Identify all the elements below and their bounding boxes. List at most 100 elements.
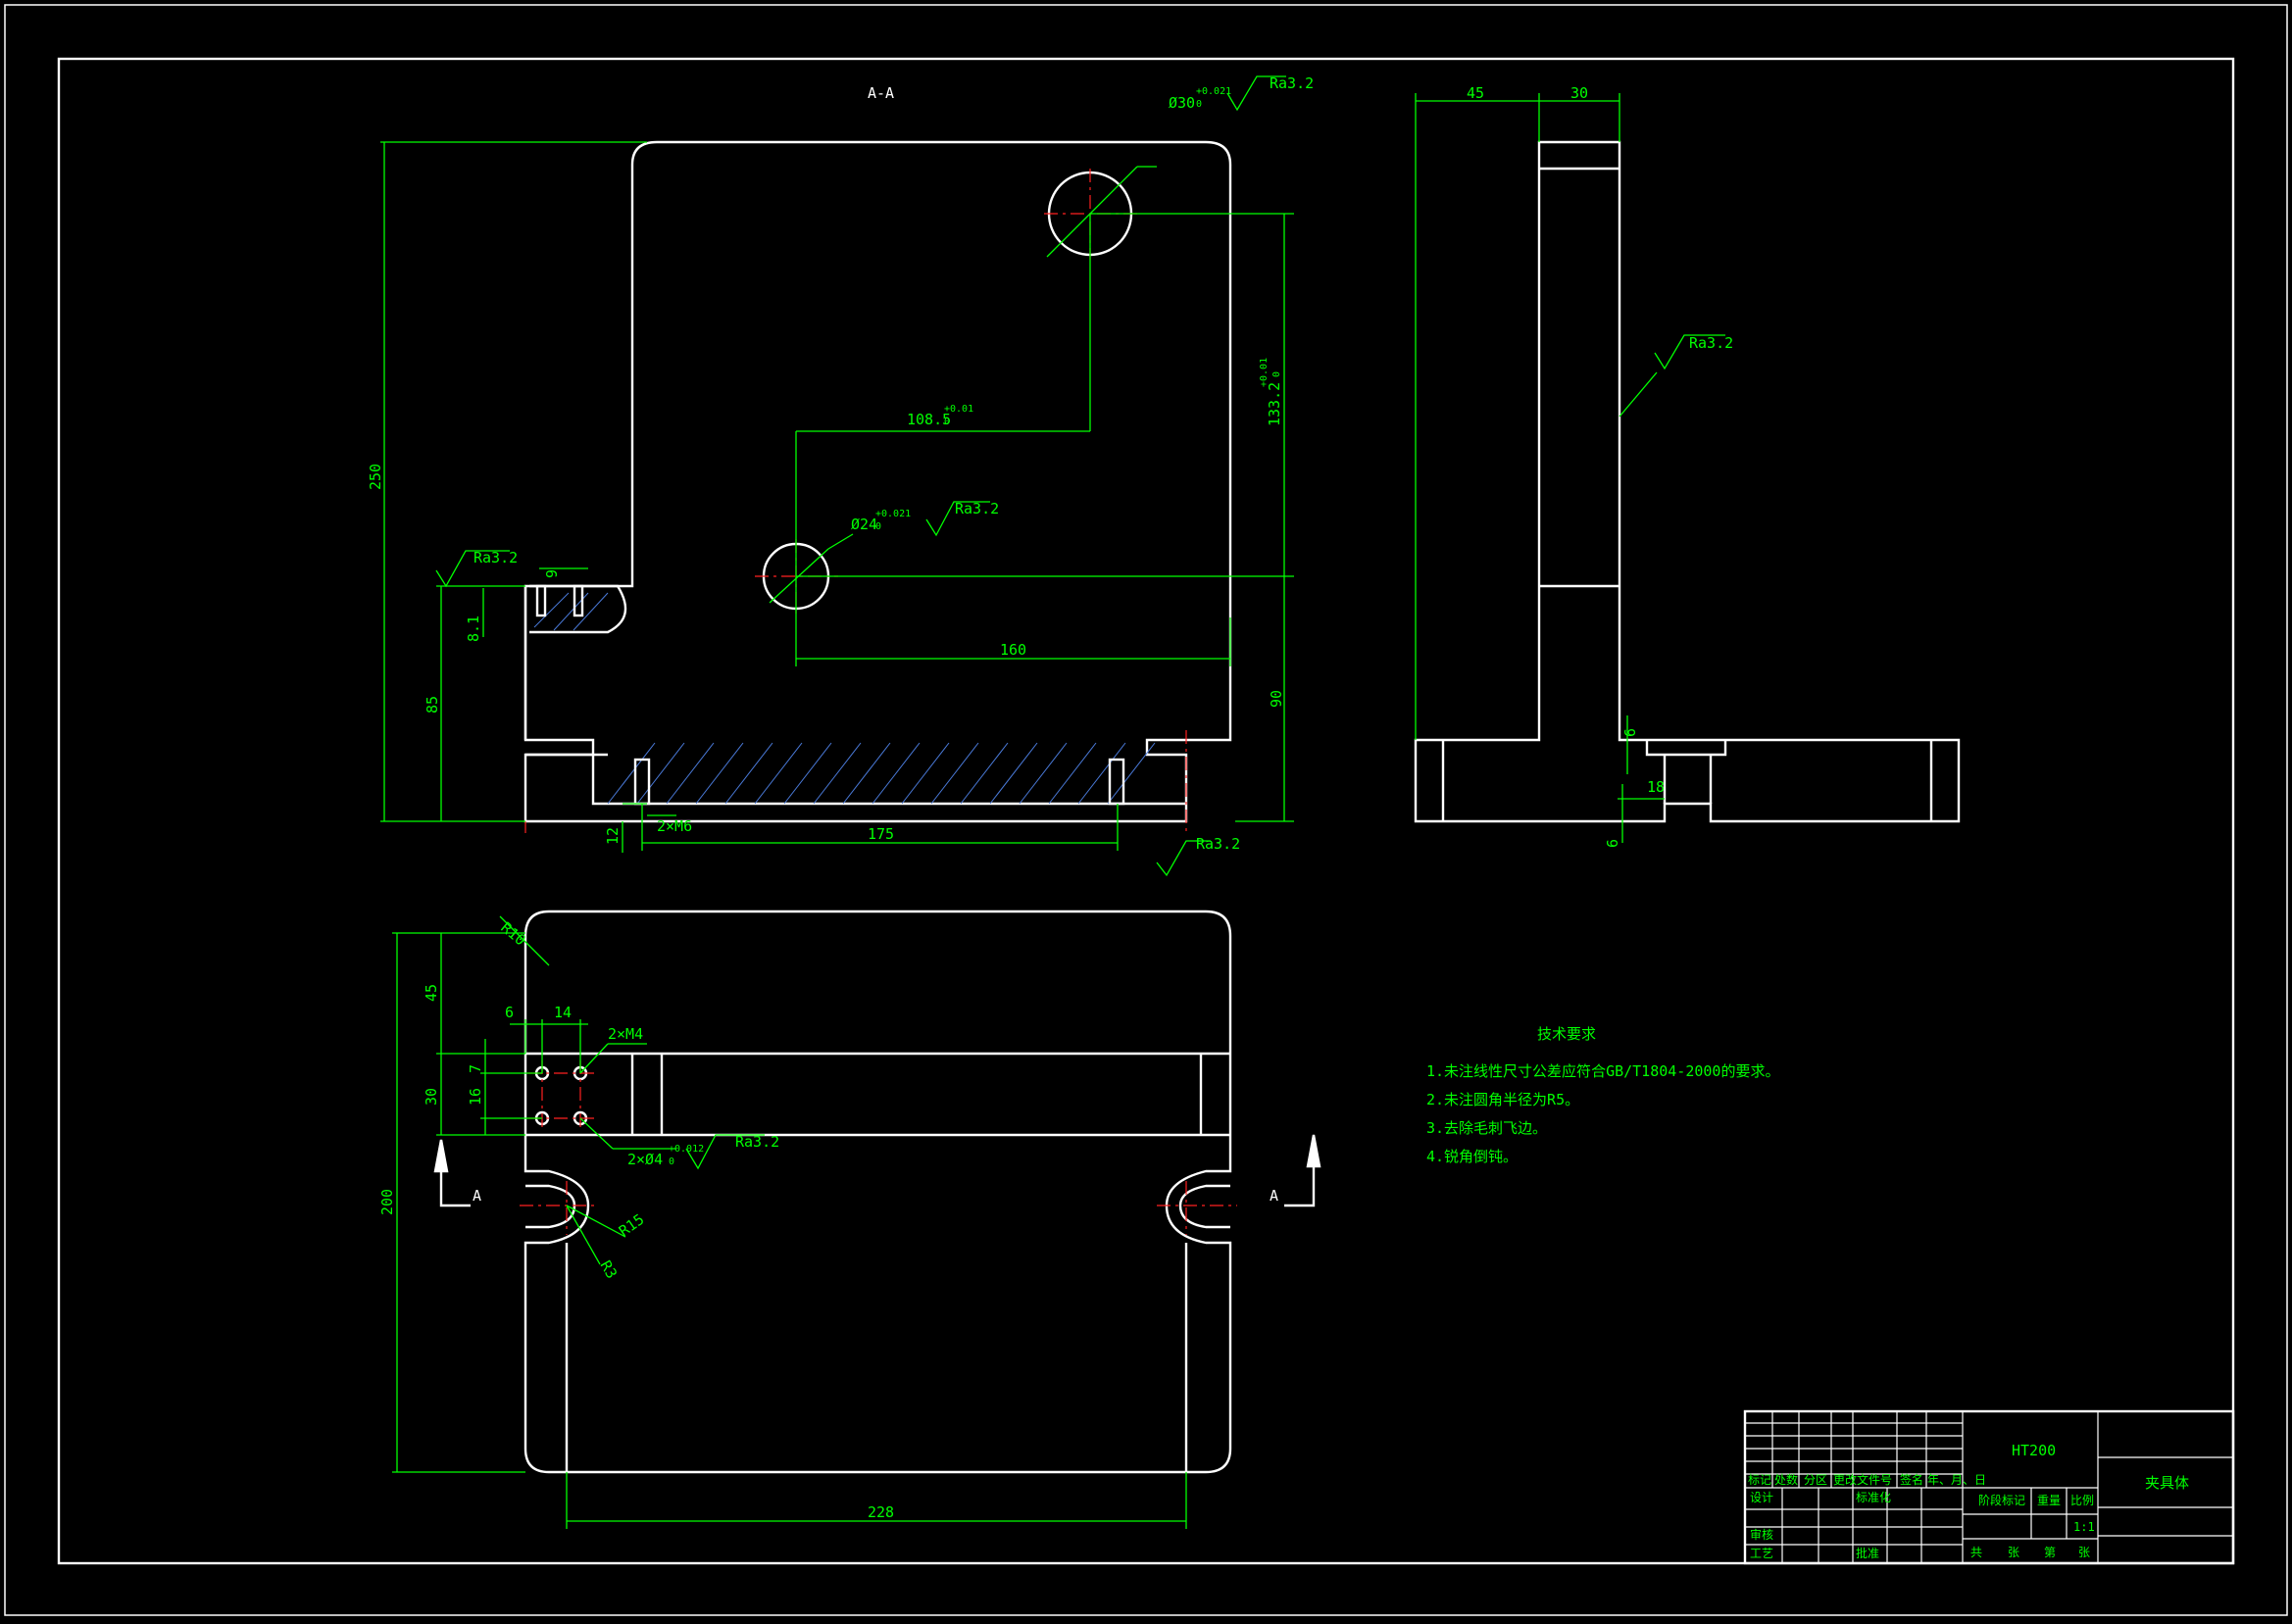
dim-top-45: 45 bbox=[423, 984, 440, 1002]
outer-border bbox=[4, 4, 2288, 1616]
tech-item: 4.锐角倒钝。 bbox=[1426, 1148, 1518, 1165]
tb-approve: 批准 bbox=[1856, 1546, 1879, 1560]
dim-85: 85 bbox=[424, 696, 441, 714]
section-title: A-A bbox=[868, 84, 894, 102]
roughness-label: Ra3.2 bbox=[735, 1133, 779, 1151]
dim-133-tol-lo: 0 bbox=[1271, 371, 1282, 377]
front-dimensions bbox=[380, 141, 1294, 853]
tb-sheet: 共 bbox=[1970, 1546, 1982, 1559]
step-bolt-left bbox=[535, 584, 547, 617]
section-letter-left: A bbox=[473, 1187, 481, 1205]
side-view: 45 30 6 18 6 Ra3.2 bbox=[1414, 84, 1961, 848]
dim-16: 16 bbox=[467, 1088, 484, 1106]
roughness-symbol bbox=[685, 1134, 765, 1170]
section-letter-right: A bbox=[1270, 1187, 1278, 1205]
base-slot-outline bbox=[591, 755, 1186, 806]
tb-standard: 标准化 bbox=[1856, 1491, 1891, 1504]
dim-250: 250 bbox=[367, 464, 384, 490]
roughness-label: Ra3.2 bbox=[955, 500, 999, 517]
tb-header: 更改文件号 bbox=[1833, 1472, 1892, 1487]
dim-108: 108.5 bbox=[907, 411, 951, 428]
dim-90: 90 bbox=[1268, 690, 1285, 708]
top-dimensions bbox=[392, 915, 1187, 1529]
dim-d24-tol-lo: 0 bbox=[875, 521, 881, 532]
side-dimensions bbox=[1415, 93, 1665, 843]
dim-top-30: 30 bbox=[423, 1088, 440, 1106]
dim-133: 133.2 bbox=[1266, 382, 1283, 426]
tech-item: 3.去除毛刺飞边。 bbox=[1426, 1119, 1547, 1137]
dim-d24-tol-up: +0.021 bbox=[875, 509, 911, 519]
roughness-label: Ra3.2 bbox=[473, 549, 518, 566]
dim-175: 175 bbox=[868, 825, 894, 843]
dim-d4: 2×Ø4 bbox=[627, 1151, 663, 1168]
tech-item: 1.未注线性尺寸公差应符合GB/T1804-2000的要求。 bbox=[1426, 1062, 1779, 1080]
centerline bbox=[520, 1060, 1237, 1235]
tech-title: 技术要求 bbox=[1537, 1025, 1596, 1043]
dim-160: 160 bbox=[1000, 641, 1026, 659]
dim-12: 12 bbox=[604, 827, 622, 845]
side-outline bbox=[1414, 140, 1961, 823]
tb-part-name: 夹具体 bbox=[2145, 1474, 2189, 1492]
roughness-label: Ra3.2 bbox=[1689, 334, 1733, 352]
base-bolt-right bbox=[1108, 758, 1125, 806]
top-outline bbox=[523, 910, 1232, 1474]
base-hatch bbox=[533, 592, 1156, 805]
dim-d4-tol-lo: 0 bbox=[669, 1156, 674, 1167]
dim-228: 228 bbox=[868, 1503, 894, 1521]
tb-header: 年、月、日 bbox=[1927, 1473, 1986, 1487]
tb-scale: 1:1 bbox=[2073, 1520, 2095, 1534]
section-arrow-left bbox=[433, 1139, 471, 1207]
dim-m4: 2×M4 bbox=[608, 1025, 643, 1043]
dim-d30-tol-lo: 0 bbox=[1196, 99, 1202, 110]
title-block: 标记 处数 分区 更改文件号 签名 年、月、日 设计 标准化 审核 工艺 批准 … bbox=[1743, 1409, 2235, 1565]
roughness-label: Ra3.2 bbox=[1270, 74, 1314, 92]
tb-sheet: 张 bbox=[2008, 1546, 2019, 1559]
dim-r15: R15 bbox=[616, 1210, 648, 1240]
dim-d30: Ø30 bbox=[1169, 94, 1195, 112]
dim-8: 8.1 bbox=[465, 615, 482, 642]
frame-border bbox=[57, 57, 2235, 1565]
step-bolt-right bbox=[573, 584, 584, 617]
tb-header: 签名 bbox=[1900, 1472, 1923, 1487]
dim-108-tol-lo: 0 bbox=[944, 417, 950, 427]
dim-side-6a: 6 bbox=[1621, 728, 1639, 737]
tb-design: 设计 bbox=[1750, 1491, 1773, 1504]
tech-item: 2.未注圆角半径为R5。 bbox=[1426, 1091, 1579, 1108]
dim-d24: Ø24 bbox=[851, 516, 877, 533]
roughness-symbol bbox=[1654, 334, 1725, 370]
tb-scale-label: 比例 bbox=[2070, 1494, 2094, 1507]
tb-sheet: 张 bbox=[2078, 1546, 2090, 1559]
dim-133-tol-up: +0.01 bbox=[1259, 358, 1270, 387]
dim-108-tol-up: +0.01 bbox=[944, 404, 973, 415]
dim-side-30: 30 bbox=[1570, 84, 1588, 102]
tb-sheet: 第 bbox=[2044, 1546, 2056, 1559]
roughness-label: Ra3.2 bbox=[1196, 835, 1240, 853]
step-detail bbox=[529, 584, 627, 634]
dim-6: 6 bbox=[505, 1004, 514, 1021]
tb-header: 标记 bbox=[1748, 1473, 1771, 1487]
tb-process: 工艺 bbox=[1750, 1547, 1773, 1560]
dim-side-6b: 6 bbox=[1604, 839, 1621, 848]
dim-side-18: 18 bbox=[1647, 778, 1665, 796]
dim-7: 7 bbox=[467, 1064, 484, 1073]
tb-header: 处数 bbox=[1774, 1472, 1798, 1487]
tb-review: 审核 bbox=[1750, 1527, 1773, 1542]
roughness-symbol bbox=[435, 75, 1286, 877]
tb-material: HT200 bbox=[2012, 1442, 2056, 1459]
dim-r3: R3 bbox=[597, 1257, 622, 1282]
dim-m6: 2×M6 bbox=[657, 817, 692, 835]
section-view-a-a: A-A bbox=[367, 74, 1314, 877]
tb-stage: 阶段标记 bbox=[1978, 1493, 2025, 1507]
dim-side-45: 45 bbox=[1467, 84, 1484, 102]
tb-weight: 重量 bbox=[2037, 1494, 2061, 1507]
top-view: R10 45 6 14 2×M4 7 30 16 2×Ø4 +0.012 0 2… bbox=[378, 910, 1321, 1529]
tech-requirements: 技术要求 1.未注线性尺寸公差应符合GB/T1804-2000的要求。 2.未注… bbox=[1426, 1025, 1779, 1165]
dim-9: 9 bbox=[543, 569, 561, 578]
dim-14: 14 bbox=[554, 1004, 572, 1021]
dim-200: 200 bbox=[378, 1189, 396, 1215]
section-arrow-right bbox=[1284, 1134, 1321, 1207]
front-outline bbox=[523, 140, 1232, 823]
tb-header: 分区 bbox=[1804, 1473, 1827, 1487]
